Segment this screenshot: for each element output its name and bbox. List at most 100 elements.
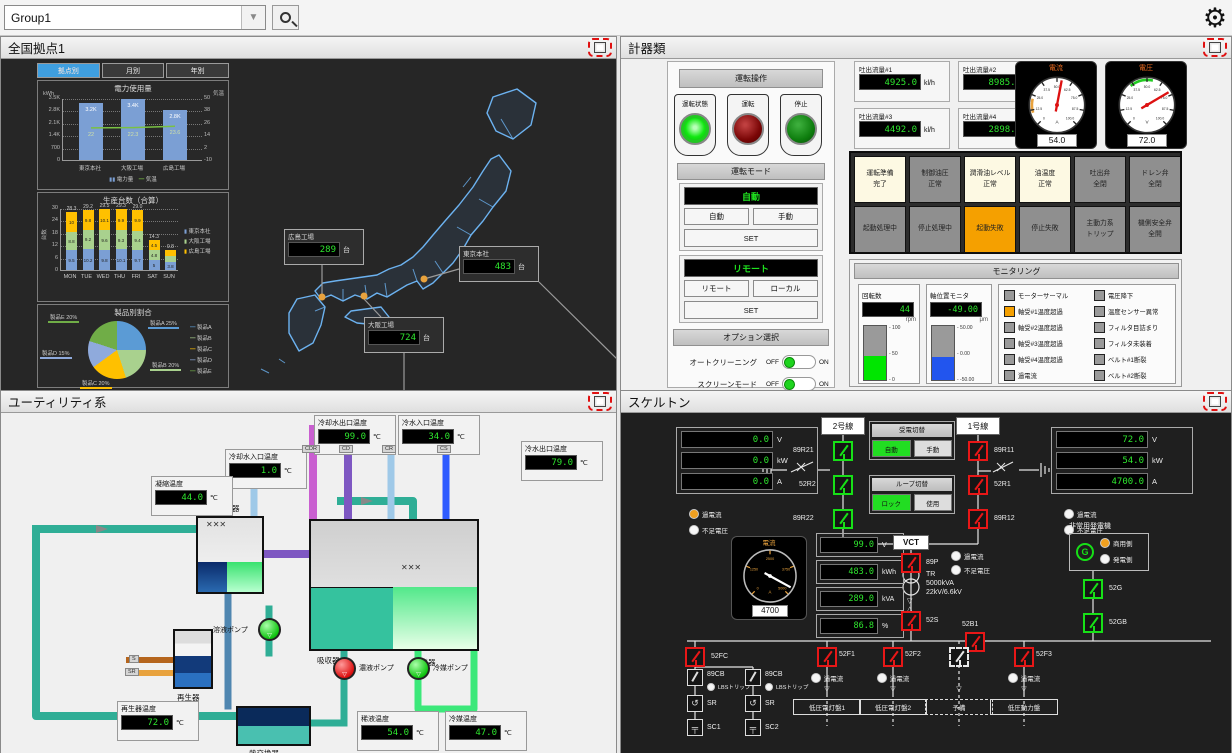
group-header: ループ切替 [872,478,952,491]
trip-indicator [707,683,715,691]
breaker-52G[interactable] [1083,579,1103,599]
feeder-breaker[interactable] [949,647,969,667]
temp-label: 凝縮温度 [155,481,183,488]
feeder-breaker[interactable] [883,647,903,667]
lamp-button[interactable]: 運転状態 [674,94,716,156]
operation-header: 運転操作 [679,69,823,88]
tile-line2: 全閉 [1148,180,1162,188]
popout-button[interactable] [594,42,606,53]
feeder-indicator: 過電流 [857,673,929,683]
options-header: オプション選択 [673,329,829,346]
svg-text:37.5: 37.5 [1044,88,1051,92]
reactor-SR[interactable]: ↺ [687,695,703,712]
chevron-down-icon[interactable]: ▼ [241,6,265,29]
popout-button[interactable] [1209,42,1221,53]
breaker-52FC[interactable] [685,647,705,667]
tile-line1: 潤滑油レベル [969,170,1011,178]
refrigerant-pump[interactable]: ▽ [407,657,430,680]
alarm-label: 軸受#3温度超過 [1018,340,1063,348]
popout-button[interactable] [594,396,606,407]
breaker-52B1[interactable] [965,632,985,652]
breaker-89P[interactable] [901,553,921,573]
remote-group: リモート リモート ローカル SET [679,255,823,323]
alarm-indicator [1094,305,1105,317]
alarm-item: 軸受#1温度超過 [1004,303,1068,319]
remote-set-button[interactable]: SET [684,301,818,319]
indicator-label: 発電側 [1113,557,1133,564]
tab[interactable]: 年別 [166,63,230,78]
arrow-icon: ▽ [890,686,896,693]
remote-button[interactable]: リモート [684,280,749,297]
switch-89CB[interactable] [745,669,761,686]
site-value-display: 483 [463,259,515,274]
commercial-side: 商用側 [1100,538,1133,548]
toggle-switch[interactable] [782,377,816,390]
breaker-52GB[interactable] [1083,613,1103,633]
lamp-button[interactable]: 運転 [727,94,769,156]
temp-unit: ℃ [373,434,381,441]
tab[interactable]: 月別 [101,63,165,78]
tile-line1: 起動失敗 [976,225,1004,233]
arrow-icon: ▽ [956,686,962,693]
svg-text:△: △ [907,606,913,613]
status-tile: 潤滑油レベル 正常 [964,156,1016,203]
shaft-unit: μm [979,317,988,323]
toggle-switch[interactable] [782,355,816,369]
lock-button[interactable]: ロック [872,494,911,511]
manual-button[interactable]: 手動 [913,440,952,457]
temp-value: 72.0 [121,715,173,730]
settings-button[interactable]: ⚙ [1198,0,1232,36]
search-button[interactable] [272,5,299,30]
group-select[interactable]: Group1 ▼ [4,5,266,30]
feeder: 52F3 過電流 ▽ 低圧動力盤 [988,641,1060,715]
temp-value: 44.0 [155,490,207,505]
local-button[interactable]: ローカル [753,280,818,297]
feeder-breaker[interactable] [817,647,837,667]
alarm-indicator [1004,337,1015,349]
rpm-label: 回転数 [862,293,882,300]
generator-box: G 商用側 発電側 [1069,533,1149,571]
auto-button[interactable]: 自動 [872,440,911,457]
lamp-button[interactable]: 停止 [780,94,822,156]
breaker-89R22[interactable] [833,509,853,529]
gear-icon: ⚙ [1202,2,1228,33]
solution-pump[interactable]: ▽ [258,618,281,641]
alarm-indicator [1094,337,1105,349]
capacitor-SC2[interactable]: ╤ [745,719,761,736]
absorber-evaporator-tank: ✕✕✕ [309,519,479,651]
tile-line2: 全開 [1148,230,1162,238]
popout-button[interactable] [1209,396,1221,407]
breaker-52S[interactable] [901,611,921,631]
overcurrent-indicator [1007,673,1018,683]
switch-89CB[interactable] [687,669,703,686]
status-tile: 起動失敗 [964,206,1016,253]
meter-unit: V [1152,435,1158,444]
svg-text:50.0: 50.0 [1054,85,1061,89]
breaker-89R12[interactable] [968,509,988,529]
breaker-89R21[interactable] [833,441,853,461]
use-button[interactable]: 使用 [913,494,952,511]
indicator-label: LBSトリップ [718,685,751,691]
overcurrent-indicator [689,509,699,519]
unit-label: 台 [518,264,525,271]
concentrate-pump[interactable]: ▽ [333,657,356,680]
breaker-89R11[interactable] [968,441,988,461]
run-mode-set-button[interactable]: SET [684,229,818,247]
auto-button[interactable]: 自動 [684,208,749,225]
manual-button[interactable]: 手動 [753,208,818,225]
breaker-52R2[interactable] [833,475,853,495]
reactor-SR[interactable]: ↺ [745,695,761,712]
alarm-item: フィルタ目詰まり [1094,319,1158,335]
breaker-52R1[interactable] [968,475,988,495]
capacitor-SC1[interactable]: ╤ [687,719,703,736]
tab[interactable]: 拠点別 [37,63,100,78]
temp-value: 99.0 [318,429,370,444]
breaker-label: 89R12 [994,515,1015,522]
feeder-breaker[interactable] [1014,647,1034,667]
meter-unit: A [1152,477,1158,486]
alarm-item: ベルト#1断裂 [1094,351,1158,367]
